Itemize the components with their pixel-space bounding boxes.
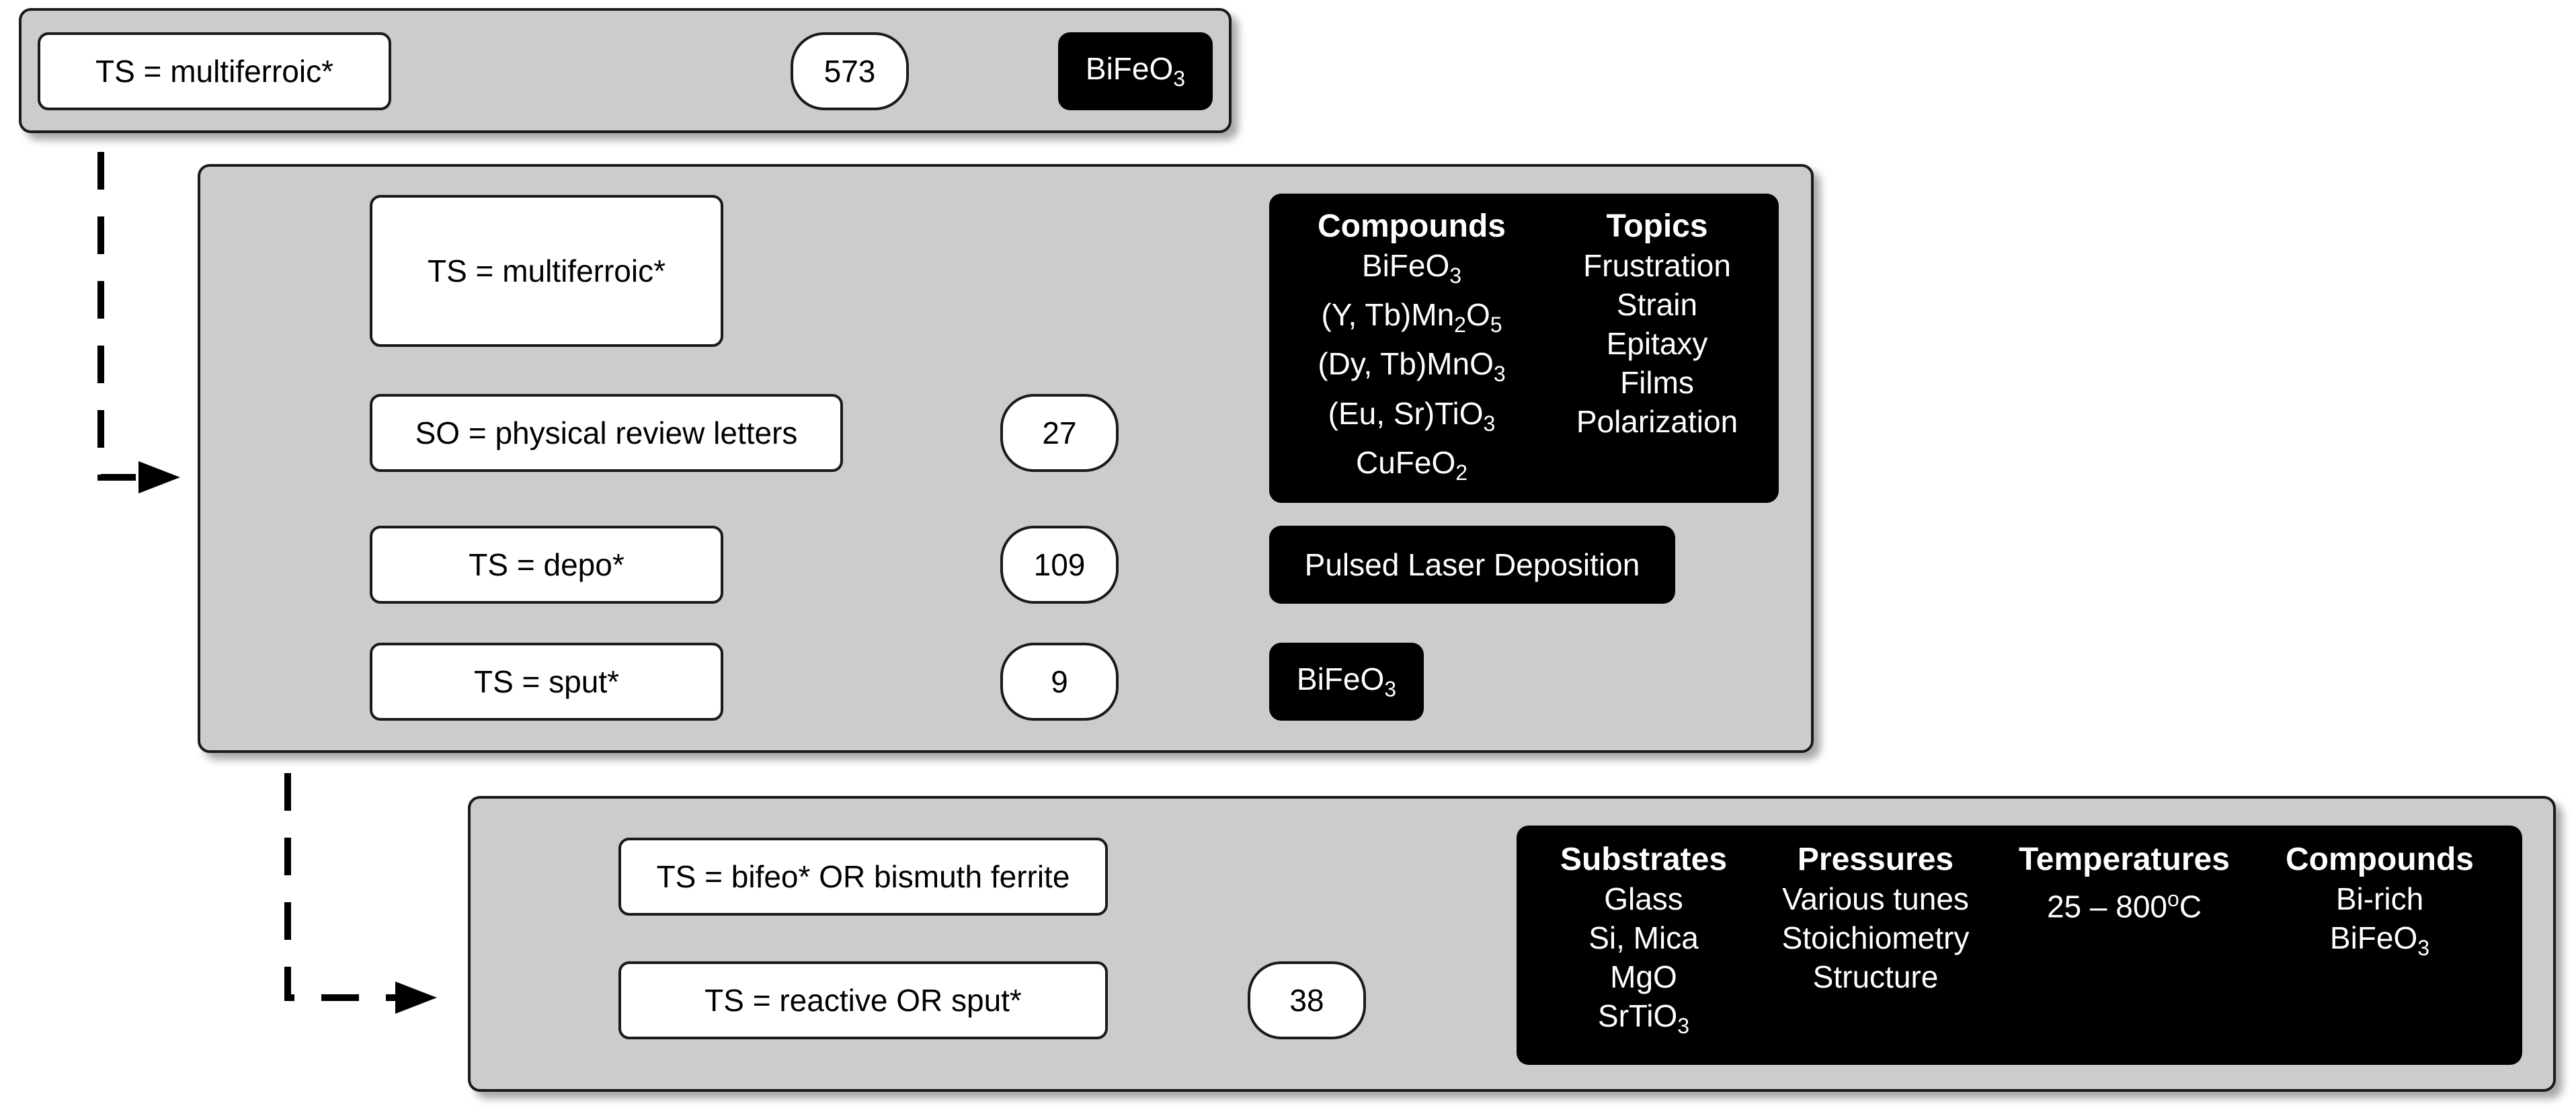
topic-item: Epitaxy	[1606, 326, 1708, 361]
result-bifeo3: BiFeO3	[1058, 32, 1213, 110]
compounds-column: Compounds BiFeO3 (Y, Tb)Mn2O5 (Dy, Tb)MnO3…	[1304, 207, 1519, 492]
temperatures-list: 25 – 800oC	[2010, 879, 2239, 926]
compound-item: (Dy, Tb)MnO3	[1318, 346, 1506, 387]
pressure-item: Various tunes	[1782, 881, 1969, 916]
dashed-connector	[97, 152, 141, 481]
compounds-header-2: Compounds	[2286, 842, 2474, 877]
compound-item: Bi-rich	[2335, 881, 2424, 916]
topics-column: Topics Frustration Strain Epitaxy Films …	[1546, 207, 1768, 441]
count-badge-depo: 109	[1000, 526, 1119, 604]
temperatures-header: Temperatures	[2019, 842, 2230, 877]
count-badge: 573	[791, 32, 909, 110]
compound-item: (Y, Tb)Mn2O5	[1321, 297, 1502, 337]
query-text: TS = bifeo* OR bismuth ferrite	[656, 859, 1070, 894]
pressure-item: Structure	[1812, 959, 1939, 994]
result-formula: BiFeO3	[1296, 662, 1397, 702]
temperature-item: 25 – 800oC	[2046, 887, 2202, 924]
topics-header: Topics	[1606, 208, 1708, 244]
query-box-multiferroic: TS = multiferroic*	[38, 32, 391, 110]
substrate-item: MgO	[1610, 959, 1677, 994]
compound-item: CuFeO2	[1355, 444, 1468, 485]
query-text: TS = sput*	[473, 664, 620, 699]
query-box-bifeo-bismuth-ferrite: TS = bifeo* OR bismuth ferrite	[618, 838, 1108, 916]
topic-item: Films	[1620, 365, 1694, 400]
substrate-item: Glass	[1604, 881, 1683, 916]
count-badge-prl: 27	[1000, 394, 1119, 472]
count-value: 38	[1289, 983, 1324, 1018]
substrate-item: SrTiO3	[1597, 998, 1690, 1039]
count-badge-reactive: 38	[1248, 961, 1366, 1039]
arrowhead	[138, 461, 180, 493]
topic-item: Strain	[1616, 287, 1698, 322]
result-bifeo3-sput: BiFeO3	[1269, 643, 1424, 721]
count-value: 9	[1051, 664, 1068, 699]
result-text: Pulsed Laser Deposition	[1304, 547, 1640, 582]
query-text: TS = multiferroic*	[95, 54, 334, 89]
query-box-multiferroic-2: TS = multiferroic*	[370, 195, 723, 347]
substrates-header: Substrates	[1560, 842, 1728, 877]
compound-item: BiFeO3	[1361, 248, 1462, 288]
result-compounds-topics	[1269, 194, 1779, 503]
query-box-physical-review-letters: SO = physical review letters	[370, 394, 843, 472]
compounds-header: Compounds	[1318, 208, 1506, 244]
pressures-header: Pressures	[1797, 842, 1954, 877]
compound-item: BiFeO3	[2329, 920, 2430, 961]
count-value: 109	[1033, 547, 1086, 582]
result-sputtering-parameters	[1517, 826, 2522, 1065]
result-pulsed-laser-deposition: Pulsed Laser Deposition	[1269, 526, 1675, 604]
pressure-item: Stoichiometry	[1781, 920, 1970, 955]
dashed-connector	[284, 773, 397, 1001]
compounds-list: BiFeO3 (Y, Tb)Mn2O5 (Dy, Tb)MnO3 (Eu, Sr)Ti…	[1304, 246, 1519, 492]
compound-item: (Eu, Sr)TiO3	[1328, 395, 1496, 436]
count-value: 27	[1042, 415, 1077, 450]
query-text: SO = physical review letters	[415, 415, 798, 450]
arrowhead	[395, 982, 437, 1014]
count-value: 573	[823, 54, 876, 89]
temperatures-column: Temperatures 25 – 800oC	[2010, 840, 2239, 926]
query-box-depo: TS = depo*	[370, 526, 723, 604]
query-text: TS = multiferroic*	[427, 253, 666, 288]
result-formula: BiFeO3	[1085, 51, 1186, 91]
query-box-reactive-sput: TS = reactive OR sput*	[618, 961, 1108, 1039]
substrate-item: Si, Mica	[1588, 920, 1699, 955]
query-box-sput: TS = sput*	[370, 643, 723, 721]
count-badge-sput: 9	[1000, 643, 1119, 721]
topic-item: Frustration	[1583, 248, 1731, 283]
topic-item: Polarization	[1576, 404, 1738, 439]
query-text: TS = depo*	[469, 547, 625, 582]
query-text: TS = reactive OR sput*	[705, 983, 1022, 1018]
